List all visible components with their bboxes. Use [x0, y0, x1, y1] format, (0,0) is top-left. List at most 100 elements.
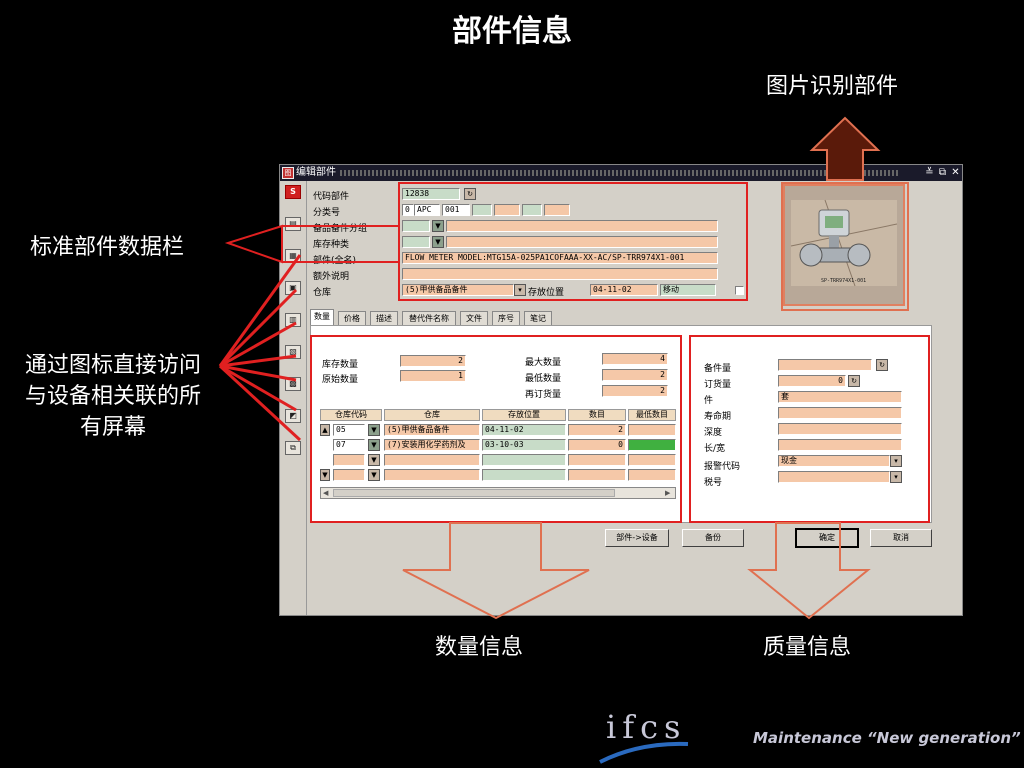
spare-group-dropdown-icon[interactable]: ▼ [432, 220, 444, 232]
cancel-button[interactable]: 取消 [870, 529, 932, 547]
class-no-field-3[interactable]: 001 [442, 204, 470, 216]
grid-horizontal-scrollbar[interactable]: ◀ ▶ [320, 487, 676, 499]
table-row-3-code[interactable] [333, 454, 365, 466]
part-code-field[interactable]: 12838 [402, 188, 460, 200]
calendar-icon[interactable]: ▩ [285, 377, 301, 391]
table-row-1-dropdown-icon[interactable]: ▼ [368, 424, 380, 436]
table-row-2-min[interactable] [628, 439, 676, 451]
app-icon: 图 [282, 167, 294, 179]
class-no-field-1[interactable]: 0 [402, 204, 414, 216]
tab-substitute-name[interactable]: 替代件名称 [402, 311, 456, 325]
class-no-field-6[interactable] [522, 204, 542, 216]
reorder-qty-field[interactable]: 2 [602, 385, 668, 397]
label-extra-note: 额外说明 [313, 272, 350, 282]
table-row-1-location[interactable]: 04-11-02 [482, 424, 566, 436]
grid-header-location: 存放位置 [482, 409, 566, 421]
spare-qty-lookup-icon[interactable]: ↻ [876, 359, 888, 371]
table-row-2-dropdown-icon[interactable]: ▼ [368, 439, 380, 451]
grid-scroll-down-icon[interactable]: ▼ [320, 469, 330, 481]
order-qty-field[interactable]: 0 [778, 375, 846, 387]
full-name-field[interactable]: FLOW METER MODEL:MTG15A-025PA1COFAAA-XX-… [402, 252, 718, 264]
grid-header-min: 最低数目 [628, 409, 676, 421]
unit-field[interactable]: 套 [778, 391, 902, 403]
equipment-icon[interactable]: ▤ [285, 217, 301, 231]
tab-file[interactable]: 文件 [460, 311, 488, 325]
table-row-2-qty[interactable]: 0 [568, 439, 626, 451]
move-checkbox[interactable] [735, 286, 744, 295]
length-width-field[interactable] [778, 439, 902, 451]
depth-field[interactable] [778, 423, 902, 435]
order-qty-lookup-icon[interactable]: ↻ [848, 375, 860, 387]
table-row-2-warehouse[interactable]: (7)安装用化学药剂及 [384, 439, 480, 451]
part-to-equipment-button[interactable]: 部件->设备 [605, 529, 669, 547]
brand-icon: S [285, 185, 301, 199]
table-row-4-min[interactable] [628, 469, 676, 481]
class-no-field-4[interactable] [472, 204, 492, 216]
orig-qty-field[interactable]: 1 [400, 370, 466, 382]
pointer-standard-data [224, 224, 283, 264]
table-row-3-location[interactable] [482, 454, 566, 466]
label-depth: 深度 [704, 428, 723, 438]
table-row-2-location[interactable]: 03-10-03 [482, 439, 566, 451]
close-icon[interactable]: ✕ [951, 167, 960, 178]
warehouse-dropdown-icon[interactable]: ▾ [514, 284, 526, 296]
table-row-4-warehouse[interactable] [384, 469, 480, 481]
stock-type-code-field[interactable] [402, 236, 430, 248]
table-row-2-code[interactable]: 07 [333, 439, 365, 451]
min-qty-field[interactable]: 2 [602, 369, 668, 381]
table-row-4-location[interactable] [482, 469, 566, 481]
part-code-lookup-icon[interactable]: ↻ [464, 188, 476, 200]
class-no-field-7[interactable] [544, 204, 570, 216]
scroll-thumb[interactable] [333, 489, 615, 497]
table-row-4-qty[interactable] [568, 469, 626, 481]
table-row-1-warehouse[interactable]: (5)甲供备品备件 [384, 424, 480, 436]
tab-notes[interactable]: 笔记 [524, 311, 552, 325]
tab-price[interactable]: 价格 [338, 311, 366, 325]
spare-group-code-field[interactable] [402, 220, 430, 232]
scroll-left-icon[interactable]: ◀ [323, 489, 329, 497]
table-row-3-qty[interactable] [568, 454, 626, 466]
caption-quantity: 数量信息 [435, 635, 524, 660]
stock-type-dropdown-icon[interactable]: ▼ [432, 236, 444, 248]
table-row-3-dropdown-icon[interactable]: ▼ [368, 454, 380, 466]
tax-no-dropdown-icon[interactable]: ▾ [890, 471, 902, 483]
table-row-1-code[interactable]: 05 [333, 424, 365, 436]
max-qty-field[interactable]: 4 [602, 353, 668, 365]
storage-location-field[interactable]: 04-11-02 [590, 284, 658, 296]
tab-quantity[interactable]: 数量 [310, 309, 334, 325]
restore-icon[interactable]: ⧉ [938, 167, 947, 178]
table-row-1-qty[interactable]: 2 [568, 424, 626, 436]
warehouse-select[interactable]: (5)甲供备品备件 [402, 284, 514, 296]
label-alarm-code: 报警代码 [704, 462, 741, 472]
grid-scroll-up-icon[interactable]: ▲ [320, 424, 330, 436]
spare-qty-field[interactable] [778, 359, 872, 371]
tax-no-select[interactable] [778, 471, 890, 483]
network-icon[interactable]: ⧉ [285, 441, 301, 455]
alarm-code-dropdown-icon[interactable]: ▾ [890, 455, 902, 467]
icon-pointer-lines [218, 254, 302, 442]
ok-button[interactable]: 确定 [795, 528, 859, 548]
lifetime-field[interactable] [778, 407, 902, 419]
table-row-3-min[interactable] [628, 454, 676, 466]
minimize-icon[interactable]: ≚ [925, 167, 934, 178]
table-row-4-code[interactable] [333, 469, 365, 481]
stock-type-name-field[interactable] [446, 236, 718, 248]
tab-serial[interactable]: 序号 [492, 311, 520, 325]
window-titlebar[interactable]: 图 编辑部件 ≚ ⧉ ✕ [280, 165, 962, 181]
table-row-3-warehouse[interactable] [384, 454, 480, 466]
table-row-4-dropdown-icon[interactable]: ▼ [368, 469, 380, 481]
stock-qty-field[interactable]: 2 [400, 355, 466, 367]
titlebar-pattern [340, 170, 900, 176]
spare-group-name-field[interactable] [446, 220, 718, 232]
backup-button[interactable]: 备份 [682, 529, 744, 547]
table-row-1-min[interactable] [628, 424, 676, 436]
scroll-right-icon[interactable]: ▶ [665, 489, 671, 497]
class-no-field-5[interactable] [494, 204, 520, 216]
extra-note-field[interactable] [402, 268, 718, 280]
chart-icon[interactable]: ◩ [285, 409, 301, 423]
grid-header-qty: 数目 [568, 409, 626, 421]
class-no-field-2[interactable]: APC [414, 204, 440, 216]
alarm-code-select[interactable]: 现金 [778, 455, 890, 467]
workorder-icon[interactable]: ▥ [285, 313, 301, 327]
tab-description[interactable]: 描述 [370, 311, 398, 325]
